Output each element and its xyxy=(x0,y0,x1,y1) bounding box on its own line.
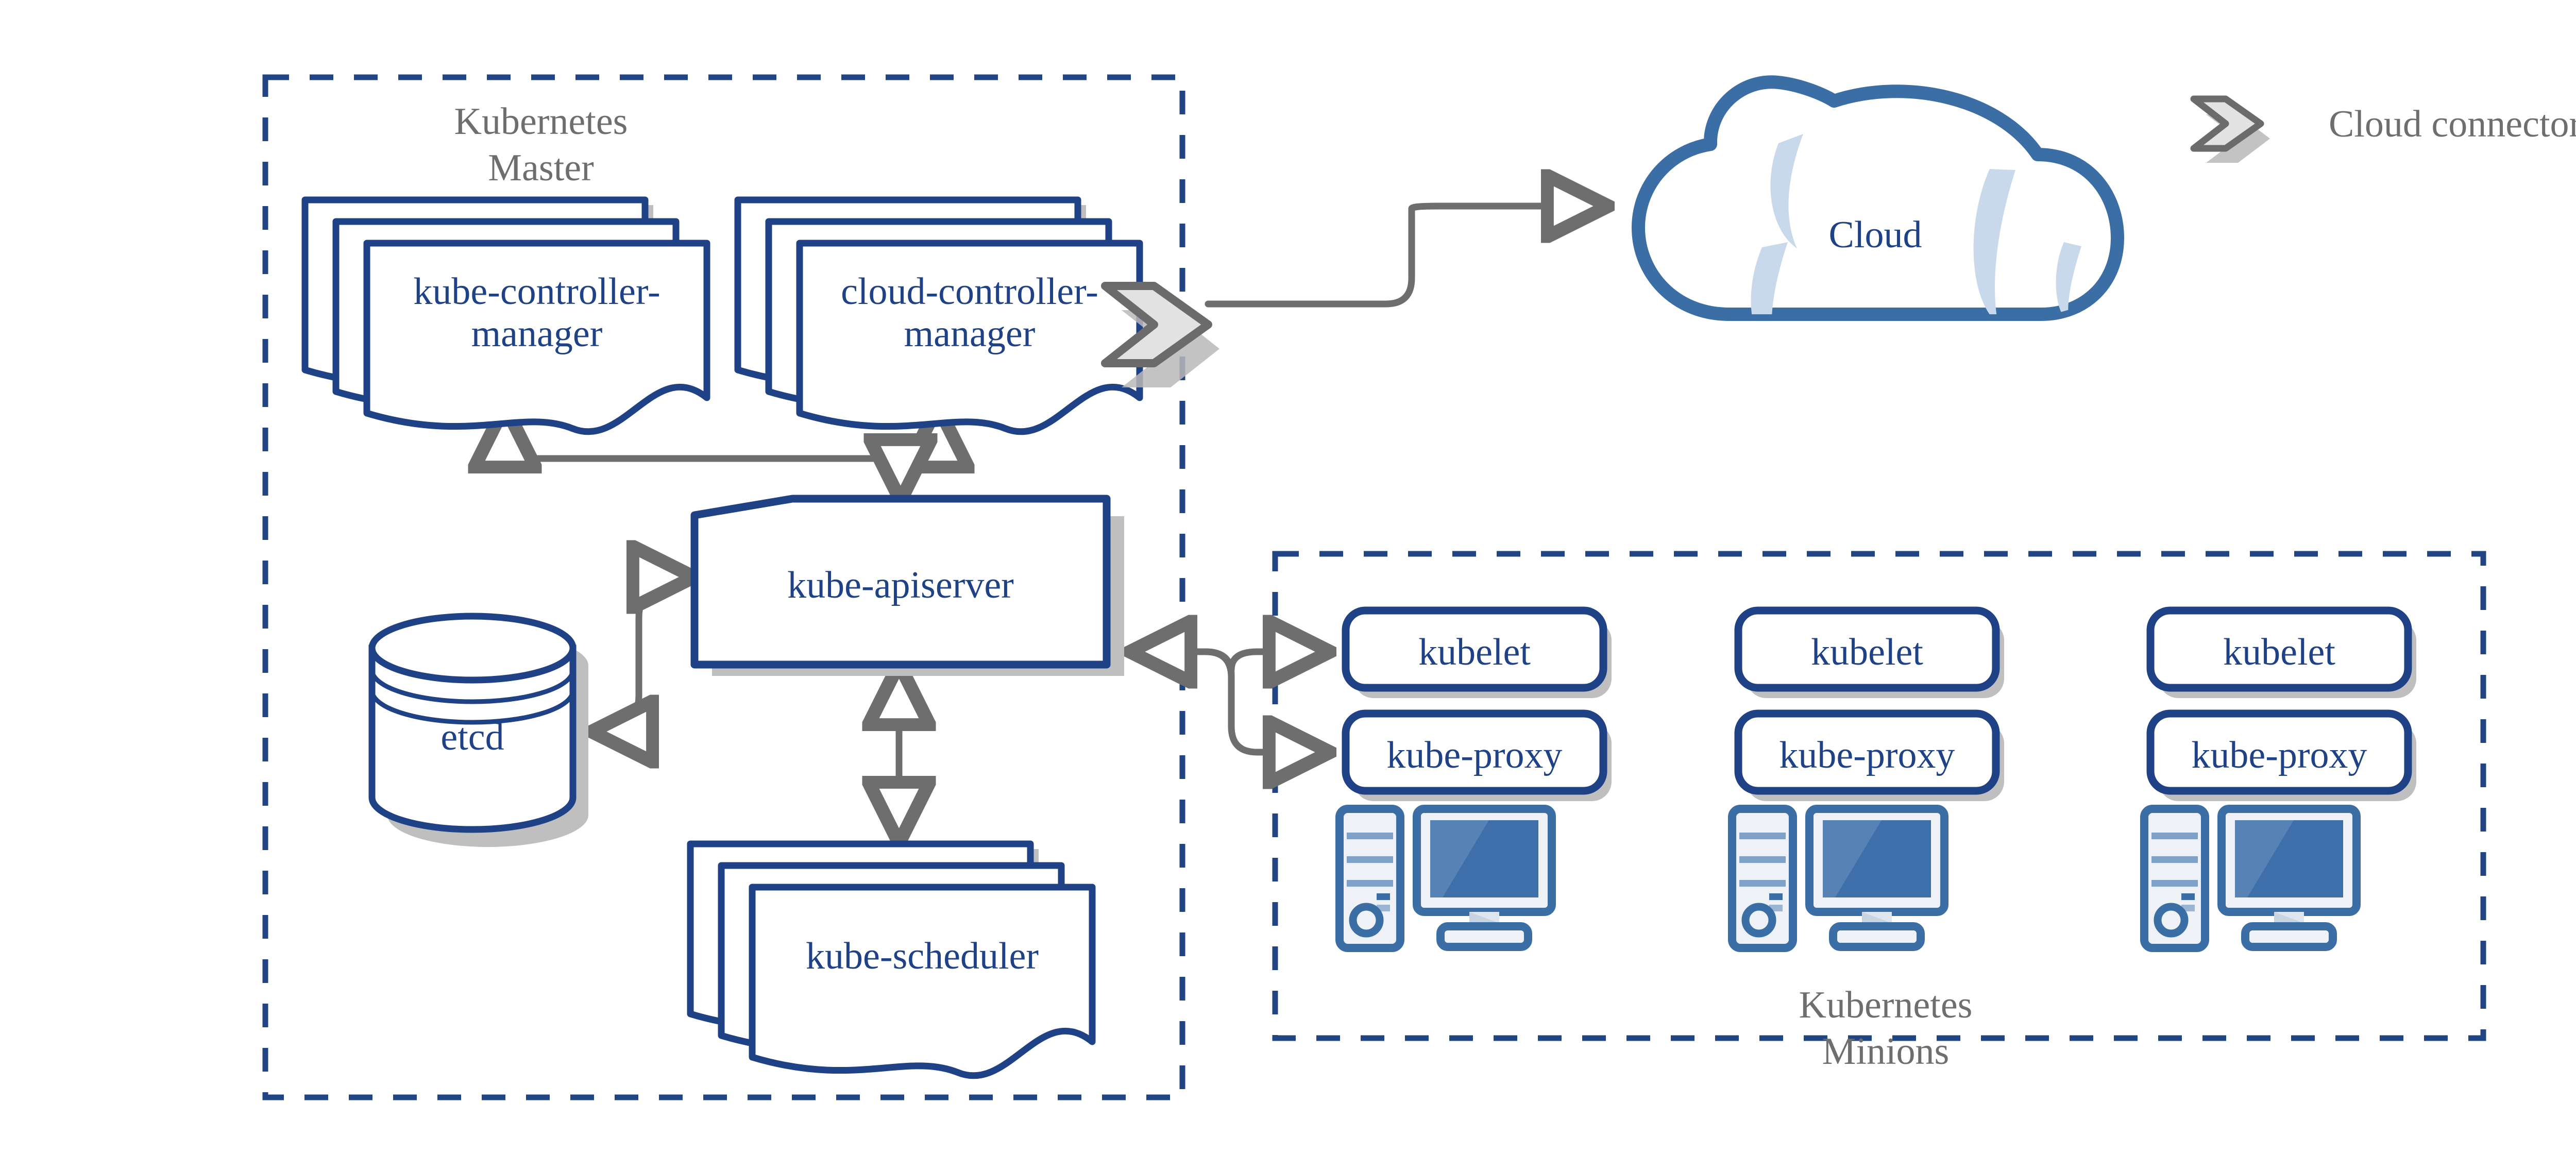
cloud-controller-manager-label-line1: cloud-controller- xyxy=(841,270,1098,313)
connector-apiserver-etcd xyxy=(598,577,688,732)
minion-1-kube-proxy-label: kube-proxy xyxy=(1386,734,1562,776)
cloud-label: Cloud xyxy=(1829,214,1922,256)
minion-1: kubelet kube-proxy xyxy=(1335,606,1612,952)
connector-ccm-to-cloud xyxy=(1205,206,1602,308)
legend: Cloud connector xyxy=(2190,95,2576,163)
minion-1-desktop-computer-icon xyxy=(1335,805,1556,952)
minion-2-desktop-computer-icon xyxy=(1728,805,1948,952)
cloud-controller-manager-label-line2: manager xyxy=(904,313,1036,355)
minion-1-kubelet-box[interactable]: kubelet xyxy=(1342,606,1612,698)
apiserver-body xyxy=(690,495,1111,669)
connector-apiserver-to-kubelet xyxy=(1228,652,1324,670)
legend-chevron-body xyxy=(2190,95,2264,152)
node-kube-scheduler[interactable]: kube-scheduler xyxy=(690,844,1092,1076)
kube-scheduler-label: kube-scheduler xyxy=(806,935,1039,977)
legend-chevron-icon xyxy=(2190,95,2270,163)
minion-2-kube-proxy-box[interactable]: kube-proxy xyxy=(1734,709,2004,801)
cloud-shape xyxy=(1632,75,2124,321)
minion-3: kubelet kube-proxy xyxy=(2140,606,2416,952)
node-cloud[interactable]: Cloud xyxy=(1632,75,2124,361)
kube-controller-manager-label-line1: kube-controller- xyxy=(413,270,660,313)
kube-apiserver-label: kube-apiserver xyxy=(787,564,1014,606)
cloud-shading xyxy=(1751,134,2081,314)
master-group-label-line1: Kubernetes xyxy=(454,100,628,143)
minion-2-kubelet-label: kubelet xyxy=(1811,631,1923,673)
minion-3-kube-proxy-label: kube-proxy xyxy=(2191,734,2367,776)
minion-3-kubelet-box[interactable]: kubelet xyxy=(2146,606,2416,698)
node-etcd[interactable]: etcd xyxy=(368,613,588,847)
scheduler-sheet-front xyxy=(752,887,1092,1076)
master-group-label-line2: Master xyxy=(488,147,594,189)
chevron-body xyxy=(1101,282,1212,367)
minion-2-kubelet-box[interactable]: kubelet xyxy=(1734,606,2004,698)
connector-apiserver-to-kcm xyxy=(505,412,890,459)
etcd-body xyxy=(368,613,577,833)
minion-3-kubelet-label: kubelet xyxy=(2223,631,2335,673)
minion-2-kube-proxy-label: kube-proxy xyxy=(1779,734,1955,776)
node-kube-apiserver[interactable]: kube-apiserver xyxy=(690,495,1124,676)
kubernetes-master-group: Kubernetes Master xyxy=(262,74,1185,1100)
cloud-connector-chevron-icon[interactable] xyxy=(1101,282,1219,387)
minion-1-kube-proxy-box[interactable]: kube-proxy xyxy=(1342,709,1612,801)
minion-1-kubelet-label: kubelet xyxy=(1418,631,1531,673)
kube-controller-manager-label-line2: manager xyxy=(471,313,603,355)
minions-group-label-line2: Minions xyxy=(1822,1030,1950,1073)
minion-3-desktop-computer-icon xyxy=(2140,805,2361,952)
node-kube-controller-manager[interactable]: kube-controller- manager xyxy=(305,200,707,432)
minions-group-label-line1: Kubernetes xyxy=(1799,984,1973,1026)
connector-layer xyxy=(505,206,1602,837)
node-cloud-controller-manager[interactable]: cloud-controller- manager xyxy=(738,200,1140,432)
legend-item-label: Cloud connector xyxy=(2329,103,2576,145)
master-dashed-border xyxy=(262,74,1185,1100)
kubernetes-minions-group: Kubernetes Minions xyxy=(1272,551,2486,1073)
etcd-label: etcd xyxy=(440,716,504,758)
minion-3-kube-proxy-box[interactable]: kube-proxy xyxy=(2146,709,2416,801)
minion-2: kubelet kube-proxy xyxy=(1728,606,2004,952)
